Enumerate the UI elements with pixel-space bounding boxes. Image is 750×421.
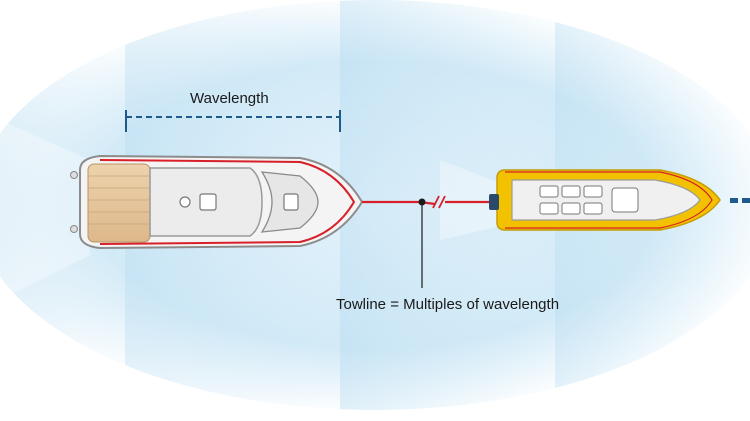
dinghy-seat	[561, 202, 581, 215]
direction-dashes	[730, 198, 750, 203]
towline-point	[418, 198, 426, 206]
towline	[362, 195, 490, 288]
dinghy-console	[611, 187, 639, 213]
boat-hatch	[283, 193, 299, 211]
dinghy-outboard	[489, 194, 499, 210]
inflatable-dinghy	[489, 169, 721, 231]
dinghy-seat	[583, 202, 603, 215]
towing-bridle	[99, 159, 356, 245]
dinghy-floor	[511, 179, 701, 221]
boat-hatch	[199, 193, 217, 211]
motor-boat	[70, 154, 364, 250]
wavelength-marker	[125, 110, 341, 132]
wavelength-label: Wavelength	[190, 90, 269, 107]
dinghy-seat	[539, 185, 559, 198]
boat-hatch	[179, 196, 191, 208]
stern-fender	[70, 225, 78, 233]
stern-fender	[70, 171, 78, 179]
towline-label: Towline = Multiples of wavelength	[336, 296, 560, 313]
dinghy-seat	[583, 185, 603, 198]
dinghy-seat	[561, 185, 581, 198]
dinghy-seat	[539, 202, 559, 215]
dinghy-rope	[505, 171, 713, 229]
wake-dinghy	[440, 160, 505, 240]
wake-left	[0, 120, 90, 300]
